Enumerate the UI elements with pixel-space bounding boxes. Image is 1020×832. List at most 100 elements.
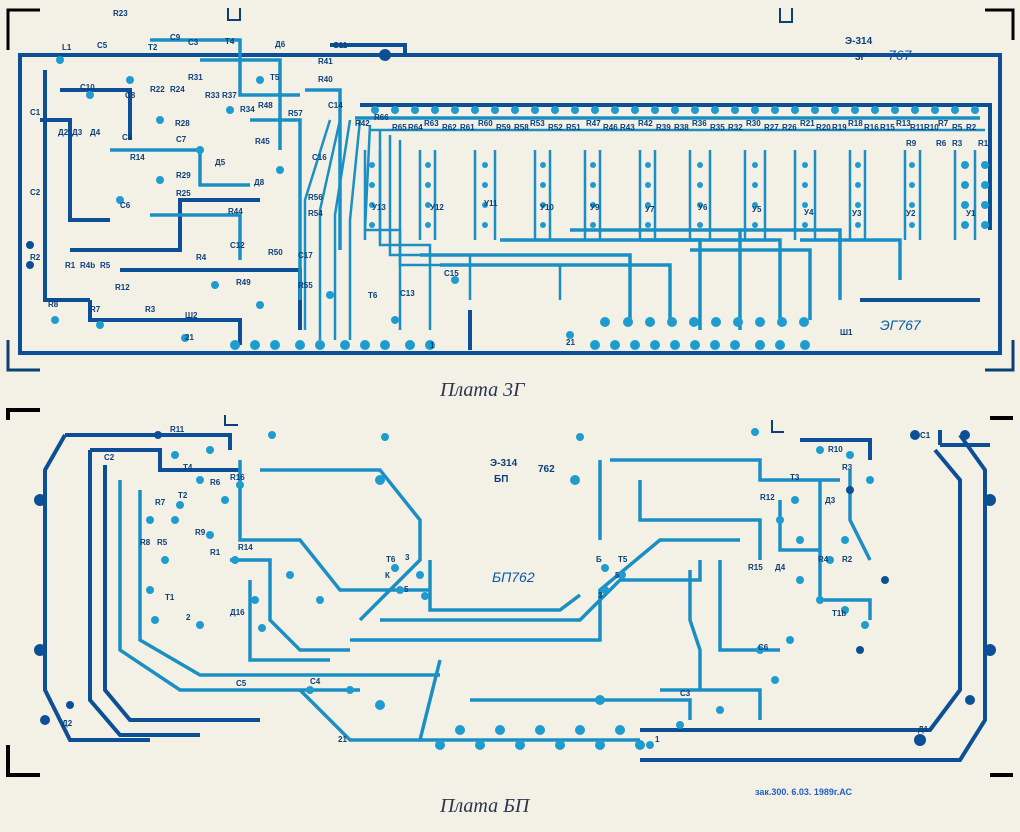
ref-label: R1 bbox=[978, 139, 989, 148]
ref-label: R38 bbox=[674, 123, 689, 132]
component-labels-right: R66 R65 R64 R63 R62 R61 R60 R59 R58 R53 … bbox=[374, 113, 989, 148]
ref-label: R57 bbox=[288, 109, 303, 118]
ref-label: R19 bbox=[832, 123, 847, 132]
ref-label: C16 bbox=[312, 153, 327, 162]
ref-label: R66 bbox=[374, 113, 389, 122]
ic-pins bbox=[369, 161, 989, 229]
ref-label: R36 bbox=[692, 119, 707, 128]
mark-5b: 5 bbox=[615, 571, 620, 580]
ref-label: R8 bbox=[48, 300, 59, 309]
ref-label: T5 bbox=[270, 73, 280, 82]
board-bp-caption: Плата БП bbox=[439, 795, 531, 817]
ref-label: R6 bbox=[210, 478, 221, 487]
board-bp-title: Э-314 bbox=[490, 458, 518, 469]
connector-pads-bp bbox=[435, 725, 645, 750]
ref-label: R10 bbox=[828, 445, 843, 454]
ic-labels: У13 У12 У11 У10 У9 У7 У6 У5 У4 У3 У2 У1 bbox=[372, 199, 976, 218]
ref-label: R27 bbox=[764, 123, 779, 132]
fanout-traces bbox=[303, 119, 562, 340]
ref-label: Д2 bbox=[62, 719, 73, 728]
ic-label: У3 bbox=[852, 209, 862, 218]
ref-label: R15 bbox=[748, 563, 763, 572]
ref-label: R53 bbox=[530, 119, 545, 128]
ref-label: R24 bbox=[170, 85, 185, 94]
mark-3b: 3 bbox=[598, 591, 603, 600]
ref-label: R7 bbox=[90, 305, 101, 314]
board-3g: Э-314 3Г 767 ЭГ767 Плата 3Г 21 21 1 Ш1 R… bbox=[18, 9, 1002, 401]
ic-label: У1 bbox=[966, 209, 976, 218]
ref-label: C15 bbox=[444, 269, 459, 278]
ref-label: Д2 bbox=[58, 128, 69, 137]
ref-label: C8 bbox=[125, 91, 136, 100]
ic-label: У6 bbox=[698, 203, 708, 212]
ref-label: C10 bbox=[80, 83, 95, 92]
mark-1: 1 bbox=[430, 341, 435, 350]
ref-label: R47 bbox=[586, 119, 601, 128]
ref-label: C4 bbox=[310, 677, 321, 686]
ref-label: R32 bbox=[728, 123, 743, 132]
ref-label: R33 bbox=[205, 91, 220, 100]
ref-label: R62 bbox=[442, 123, 457, 132]
ref-label: C6 bbox=[758, 643, 769, 652]
component-labels-bp: R11 T4 C2 R6 R16 T2 R9 R8 R5 R1 R14 Д16 … bbox=[62, 425, 931, 734]
ref-label: R55 bbox=[298, 281, 313, 290]
ref-label: R48 bbox=[258, 101, 273, 110]
ref-label: T4 bbox=[225, 37, 235, 46]
ref-label: R15 bbox=[880, 123, 895, 132]
ref-label: C13 bbox=[400, 289, 415, 298]
ref-label: R20 bbox=[816, 123, 831, 132]
ref-label: R23 bbox=[113, 9, 128, 18]
ref-label: L1 bbox=[62, 43, 72, 52]
ref-label: T2 bbox=[178, 491, 188, 500]
ic-label: У7 bbox=[645, 205, 655, 214]
component-labels-left: R23 L1 C9 T2 C5 C3 T4 Д6 C11 R41 R40 C10… bbox=[30, 9, 459, 320]
board-bp-stamp: БП762 bbox=[492, 569, 535, 585]
board-bp: Э-314 БП 762 БП762 Плата БП зак.300. 6.0… bbox=[34, 425, 996, 817]
ref-label: T1b bbox=[832, 609, 846, 618]
ref-label: Д5 bbox=[215, 158, 226, 167]
ref-label: R3 bbox=[952, 139, 963, 148]
board-3g-outline bbox=[18, 53, 1002, 355]
ref-label: T5 bbox=[618, 555, 628, 564]
ref-label: R1 bbox=[210, 548, 221, 557]
ref-label: R5 bbox=[157, 538, 168, 547]
ref-label: R3 bbox=[145, 305, 156, 314]
ref-label: R16 bbox=[864, 123, 879, 132]
misc-pads-3g bbox=[26, 56, 399, 329]
ref-label: R26 bbox=[782, 123, 797, 132]
registration-marks bbox=[6, 8, 1015, 777]
ref-label: R51 bbox=[566, 123, 581, 132]
ref-label: Д3 bbox=[825, 496, 836, 505]
ref-label: R2 bbox=[842, 555, 853, 564]
ref-label: R50 bbox=[268, 248, 283, 257]
ref-label: R6 bbox=[936, 139, 947, 148]
ref-label: C7 bbox=[176, 135, 187, 144]
ref-label: R58 bbox=[514, 123, 529, 132]
mounting-pads-bp bbox=[34, 428, 996, 746]
ref-label: Д8 bbox=[254, 178, 265, 187]
ref-label: R22 bbox=[150, 85, 165, 94]
footer-stamp: зак.300. 6.03. 1989г.АС bbox=[755, 787, 853, 797]
ref-label: R7 bbox=[938, 119, 949, 128]
ref-label: R63 bbox=[424, 119, 439, 128]
ref-label: R60 bbox=[478, 119, 493, 128]
ref-label: C2 bbox=[104, 453, 115, 462]
ref-label: R3 bbox=[842, 463, 853, 472]
ref-label: T6 bbox=[386, 555, 396, 564]
ref-label: R64 bbox=[408, 123, 423, 132]
ref-label: R8 bbox=[140, 538, 151, 547]
mark-21: 21 bbox=[338, 735, 347, 744]
ref-label: Д3 bbox=[72, 128, 83, 137]
ref-label: R35 bbox=[710, 123, 725, 132]
ref-label: Д16 bbox=[230, 608, 245, 617]
ic-label: У4 bbox=[804, 208, 814, 217]
mark-2: 2 bbox=[186, 613, 191, 622]
ref-label: C5 bbox=[236, 679, 247, 688]
ref-label: R12 bbox=[115, 283, 130, 292]
ref-label: R29 bbox=[176, 171, 191, 180]
ref-label: R45 bbox=[255, 137, 270, 146]
mark-21: 21 bbox=[185, 333, 194, 342]
ref-label: R12 bbox=[760, 493, 775, 502]
ref-label: R42 bbox=[355, 119, 370, 128]
